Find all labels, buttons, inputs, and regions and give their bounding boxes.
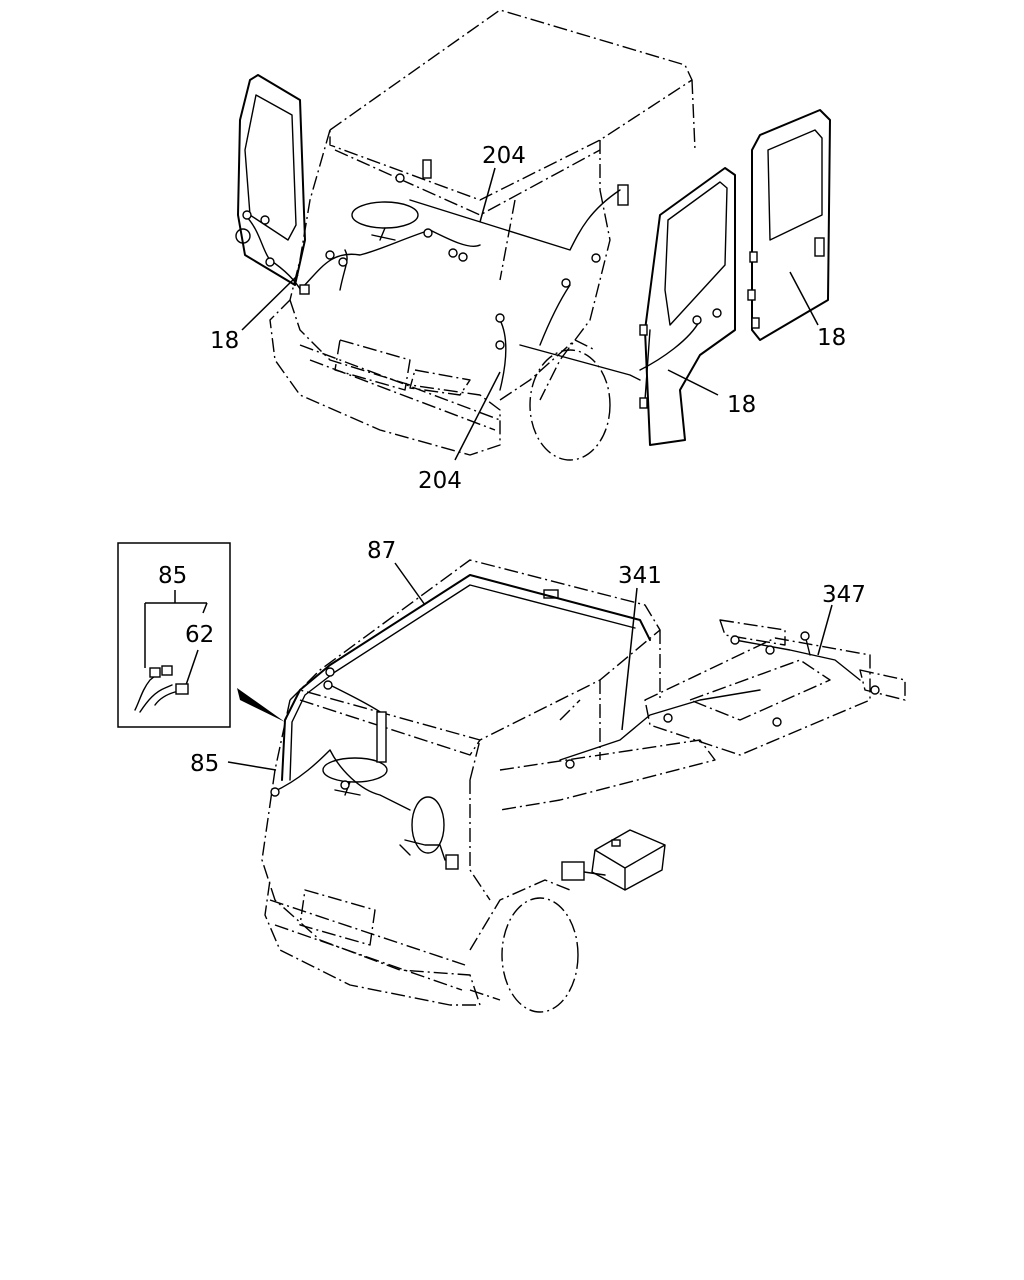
cab2-bumper xyxy=(269,899,466,991)
harness-347 xyxy=(734,634,861,681)
cab-front-face xyxy=(269,299,501,456)
inset-leader-62 xyxy=(185,649,199,686)
fender-top xyxy=(499,339,596,401)
roof-clip-b xyxy=(617,184,629,206)
battery-box xyxy=(591,829,666,891)
inset-callout-85: 85 xyxy=(158,563,187,589)
inset-frame xyxy=(117,542,231,728)
inset-connector-b xyxy=(161,665,173,676)
bottom-cab-figure: 87 341 347 85 xyxy=(190,538,906,1013)
right-door-window xyxy=(664,181,728,326)
cab-body-side xyxy=(499,189,611,401)
battery-terminal xyxy=(611,839,621,847)
chassis-frame xyxy=(644,637,871,756)
inset-connector-a xyxy=(149,667,161,678)
callout-87: 87 xyxy=(367,538,396,564)
callout-18-right-door: 18 xyxy=(727,392,756,418)
cab2-roof-outline xyxy=(289,559,661,741)
harness-204-lower xyxy=(499,284,641,391)
leader-204-upper xyxy=(479,167,496,223)
callout-341: 341 xyxy=(618,563,662,589)
rear-door-outline xyxy=(751,109,831,341)
right-door-outline xyxy=(644,167,736,446)
top-connectors xyxy=(242,173,760,409)
callout-18-rear-door: 18 xyxy=(817,325,846,351)
mirror-tank xyxy=(411,796,445,854)
inset-detail: 85 62 xyxy=(117,542,231,728)
cab2-front-wheel xyxy=(501,897,579,1013)
detail-pointer xyxy=(237,688,285,722)
harness-18-right xyxy=(639,319,701,401)
callout-204-upper: 204 xyxy=(482,143,526,169)
harness-87 xyxy=(281,574,651,781)
battery-connector xyxy=(561,861,585,881)
mirror-pipe xyxy=(399,839,446,861)
harness-204-main xyxy=(299,189,621,291)
cab2-front-face xyxy=(261,699,481,1006)
callout-18-left: 18 xyxy=(210,328,239,354)
leader-85 xyxy=(227,761,277,771)
callout-204-lower: 204 xyxy=(418,468,462,494)
cab-roof-outline xyxy=(329,9,693,201)
inset-harness xyxy=(134,671,176,713)
leader-341 xyxy=(621,587,638,731)
inset-bracket xyxy=(144,590,208,668)
cab2-windshield xyxy=(299,699,481,756)
harness-87-inner xyxy=(289,584,636,781)
windshield-line xyxy=(334,149,601,216)
cab2-step xyxy=(499,739,716,811)
harness-85 xyxy=(272,749,411,811)
left-door-lock xyxy=(235,228,251,244)
front-grille xyxy=(334,339,411,391)
leader-87 xyxy=(394,562,426,606)
inset-connector-62 xyxy=(175,683,189,695)
mirror-bracket xyxy=(445,854,459,870)
steering-column xyxy=(371,227,396,241)
rear-door-window xyxy=(767,129,823,241)
inset-callout-62: 62 xyxy=(185,622,214,648)
cab-roof-rear-edge xyxy=(599,79,696,190)
front-wheel xyxy=(529,349,611,461)
left-door-window xyxy=(244,94,297,241)
roof-clip-a xyxy=(422,159,432,179)
harness-341 xyxy=(559,689,761,761)
chassis-crossmember xyxy=(689,659,831,721)
chassis-rail-rear xyxy=(859,669,906,701)
bottom-connectors xyxy=(270,631,880,797)
cab2-side xyxy=(469,699,581,901)
front-bumper xyxy=(299,344,501,431)
headlamp xyxy=(409,369,471,396)
harness-87-tube xyxy=(376,711,387,763)
left-door-outline xyxy=(237,74,306,286)
cab2-grille xyxy=(299,889,376,946)
callout-347: 347 xyxy=(822,582,866,608)
rear-door-handle xyxy=(814,237,825,257)
leader-347 xyxy=(817,604,833,656)
leader-18-right xyxy=(667,369,719,396)
top-cab-figure: 204 204 18 18 18 xyxy=(210,9,846,494)
cab2-fender xyxy=(469,879,571,1001)
callout-85: 85 xyxy=(190,751,219,777)
leader-204-lower xyxy=(454,371,501,461)
steering-wheel xyxy=(351,201,419,229)
leader-18-left xyxy=(241,274,299,331)
chassis-rail-front xyxy=(719,619,786,646)
leader-18-rear xyxy=(789,271,819,326)
